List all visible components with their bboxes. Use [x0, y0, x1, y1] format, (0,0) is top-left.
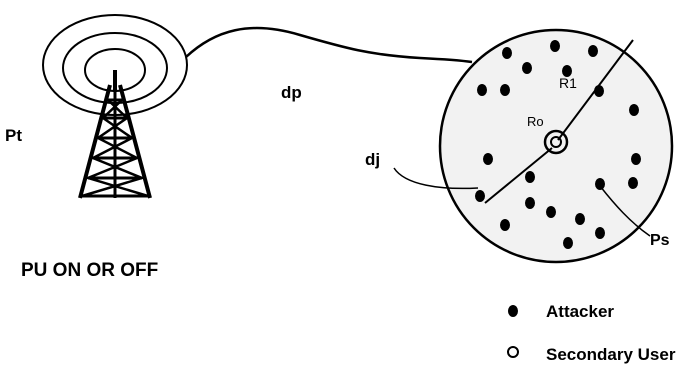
- attacker-dot: [483, 153, 493, 165]
- attacker-dot: [500, 219, 510, 231]
- attacker-dot: [595, 178, 605, 190]
- attacker-dot: [550, 40, 560, 52]
- attacker-dot: [588, 45, 598, 57]
- ro-label: Ro: [527, 114, 544, 129]
- attacker-dot: [525, 197, 535, 209]
- attacker-dot: [522, 62, 532, 74]
- attacker-dot: [502, 47, 512, 59]
- r1-label: R1: [559, 75, 577, 91]
- legend: Attacker Secondary User: [507, 302, 676, 364]
- dp-link-curve: [185, 26, 473, 64]
- pt-label: Pt: [5, 126, 22, 145]
- legend-attacker-label: Attacker: [546, 302, 614, 321]
- attacker-dot: [500, 84, 510, 96]
- attacker-dot: [477, 84, 487, 96]
- pu-status-label: PU ON OR OFF: [21, 260, 158, 281]
- attacker-dot: [629, 104, 639, 116]
- attacker-dot: [563, 237, 573, 249]
- attacker-dot: [575, 213, 585, 225]
- attackers: [475, 40, 641, 249]
- attacker-dot: [594, 85, 604, 97]
- secondary-user-marker: [543, 129, 569, 155]
- attacker-dot: [562, 65, 572, 77]
- legend-secondary-user-label: Secondary User: [546, 345, 676, 364]
- dj-distance-line: [484, 147, 553, 204]
- legend-secondary-user-icon: [507, 346, 519, 358]
- secondary-network-cell: [393, 28, 674, 264]
- attacker-dot: [595, 227, 605, 239]
- attacker-dot: [628, 177, 638, 189]
- transmission-tower-icon: [78, 70, 152, 199]
- attacker-dot: [475, 190, 485, 202]
- attacker-dot: [525, 171, 535, 183]
- primary-user-tower: [42, 14, 188, 199]
- legend-attacker-icon: [508, 305, 518, 317]
- ps-leader-line: [599, 185, 651, 237]
- dj-leader-curve: [393, 167, 479, 190]
- attacker-dot: [546, 206, 556, 218]
- ps-label: Ps: [650, 232, 670, 249]
- dj-label: dj: [365, 150, 380, 169]
- dp-label: dp: [281, 83, 302, 102]
- attacker-dot: [631, 153, 641, 165]
